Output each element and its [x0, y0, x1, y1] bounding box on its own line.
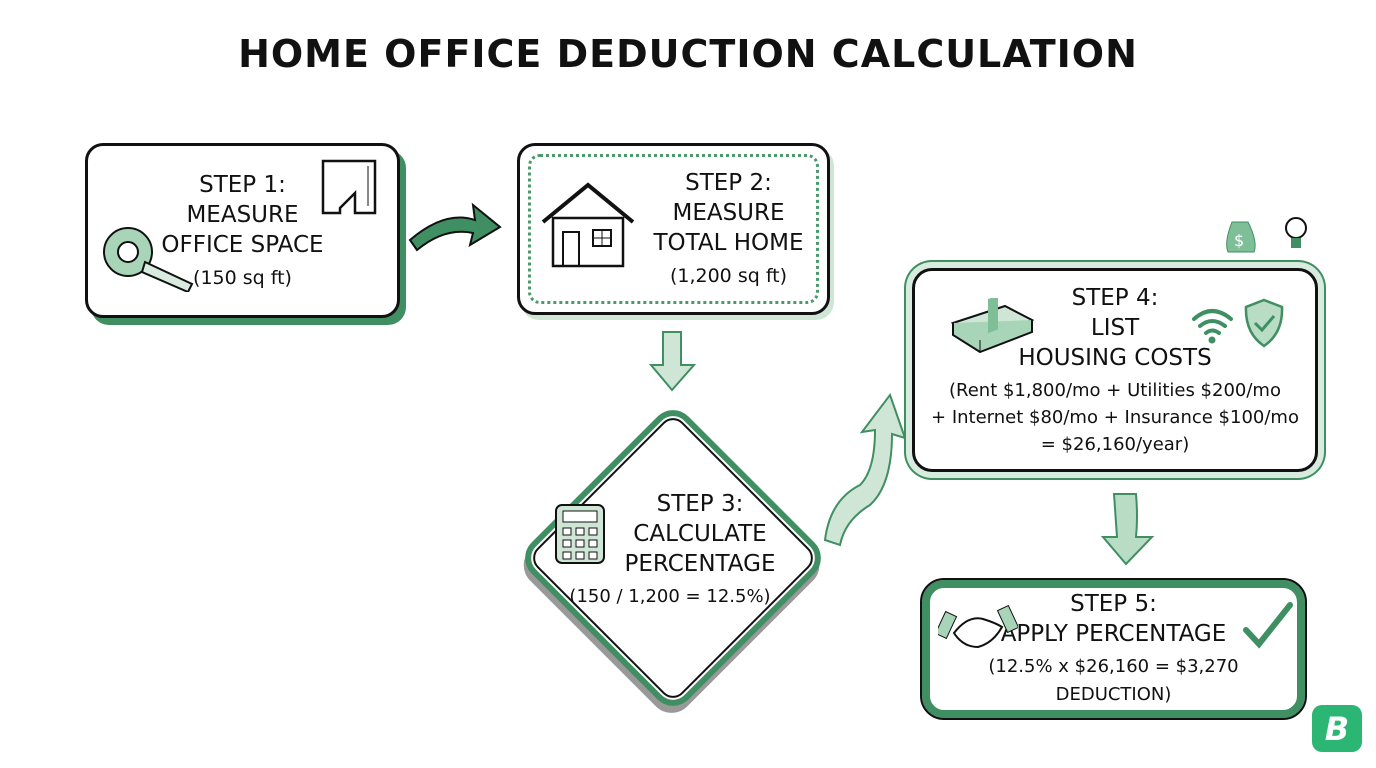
step-5-detail: (12.5% x $26,160 = $3,270 DEDUCTION) [988, 656, 1239, 705]
step-2-detail: (1,200 sq ft) [669, 265, 788, 287]
page-title: HOME OFFICE DEDUCTION CALCULATION [238, 32, 1138, 76]
dotted-border [528, 154, 819, 304]
svg-text:$: $ [1234, 231, 1244, 250]
arrow-down-icon [648, 331, 697, 392]
money-stack-icon [950, 298, 1035, 353]
arrow-up-icon [823, 392, 907, 547]
calculator-icon [555, 504, 605, 564]
handshake-icon [938, 605, 1018, 649]
house-icon [541, 182, 635, 268]
lightbulb-icon [1285, 217, 1307, 248]
step-1-detail: (150 sq ft) [193, 266, 292, 289]
wifi-icon [1192, 309, 1233, 344]
step-5-card: STEP 5:APPLY PERCENTAGE (12.5% x $26,160… [920, 578, 1307, 720]
arrow-right-icon [408, 202, 502, 252]
checkmark-icon [1243, 602, 1293, 649]
arrow-down-icon [1100, 493, 1155, 566]
shield-check-icon [1244, 298, 1284, 348]
money-bag-icon: $ [1226, 221, 1256, 253]
floor-plan-icon [321, 159, 377, 215]
step-4-detail: (Rent $1,800/mo + Utilities $200/mo+ Int… [931, 379, 1299, 455]
brand-logo: B [1312, 705, 1362, 752]
step-3-detail: (150 / 1,200 = 12.5%) [569, 586, 771, 607]
tape-measure-icon [103, 227, 194, 292]
step-5-label: STEP 5:APPLY PERCENTAGE [1000, 591, 1227, 647]
